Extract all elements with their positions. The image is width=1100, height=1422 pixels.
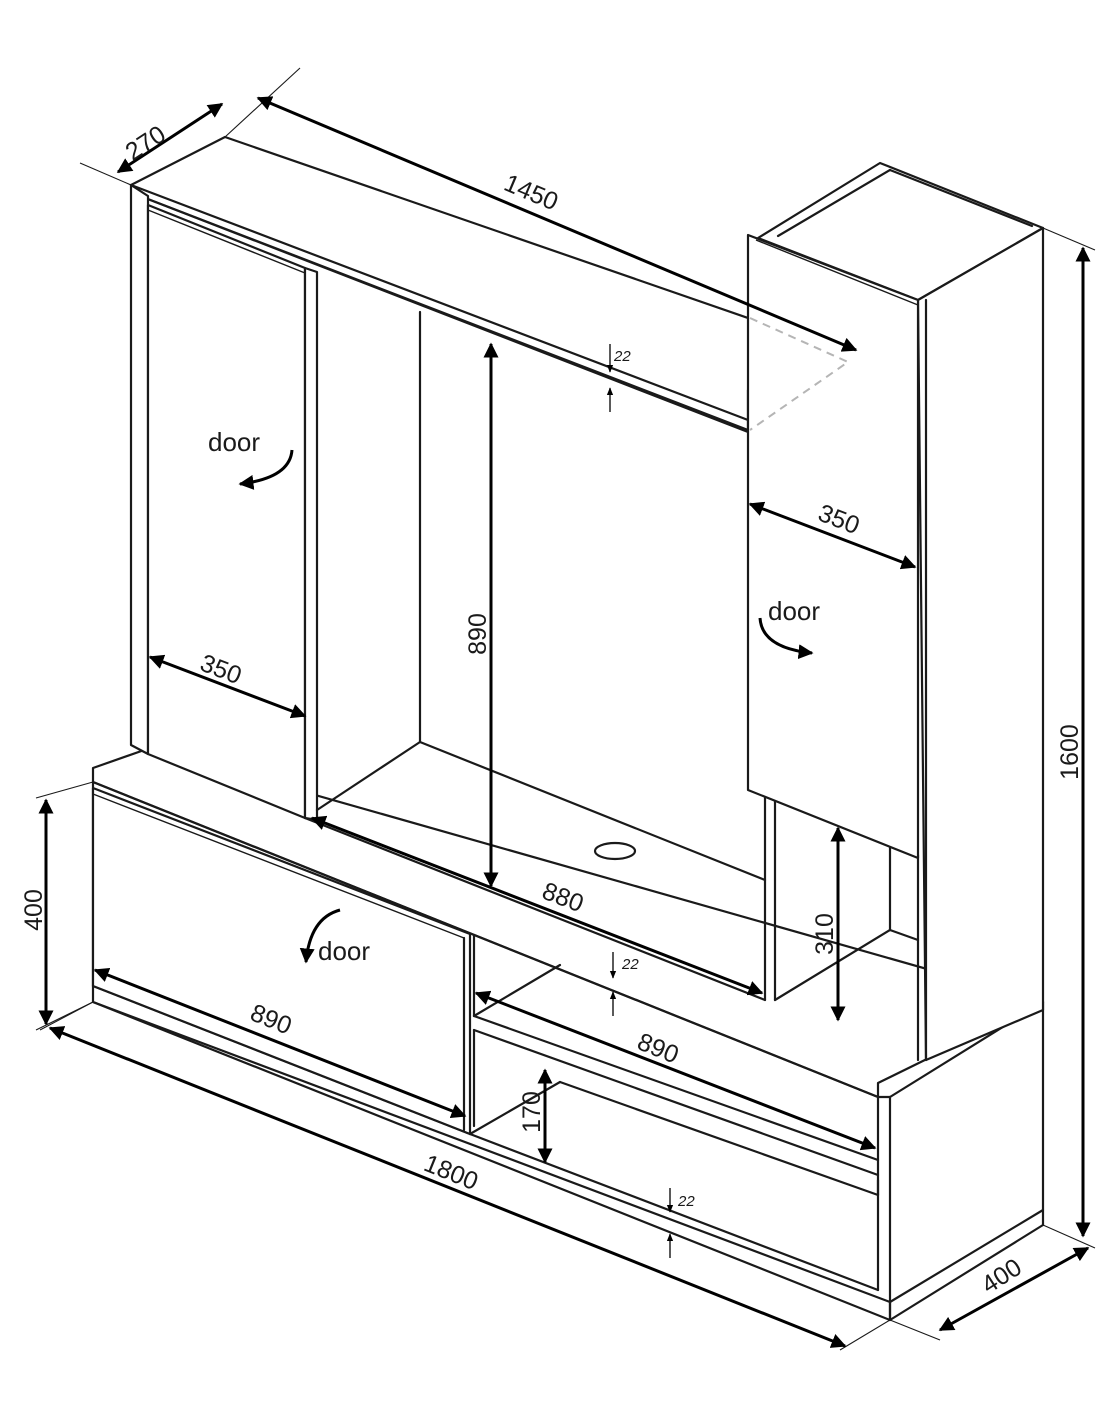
left-door-panel — [146, 203, 307, 820]
label-top-depth: 270 — [121, 120, 171, 166]
label-drawer-height: 170 — [518, 1091, 546, 1133]
label-shelf-thickness-bottom: 22 — [677, 1193, 695, 1210]
right-door-swing-arrow — [758, 617, 814, 660]
dim-line-base-depth — [938, 1246, 1090, 1332]
label-total-height: 1600 — [1056, 724, 1084, 780]
label-base-shelf-width: 890 — [633, 1028, 682, 1070]
dim-line-top-depth — [116, 102, 224, 174]
left-side-panel — [129, 183, 150, 756]
inner-partition — [303, 266, 319, 822]
label-niche-height: 890 — [464, 613, 492, 655]
label-base-height: 400 — [20, 889, 48, 931]
right-cabinet-side — [916, 226, 1045, 1062]
dim-line-base-shelf — [474, 990, 877, 1151]
dimension-lines — [35, 67, 1096, 1351]
label-base-depth: 400 — [977, 1253, 1027, 1299]
label-top-width: 1450 — [500, 169, 562, 217]
label-shelf-thickness-top: 22 — [613, 348, 631, 365]
label-base-door: door — [318, 936, 370, 966]
dim-line-niche-width — [310, 815, 764, 996]
right-door-panel — [746, 233, 920, 860]
left-door-swing-arrow — [238, 449, 294, 490]
label-right-door: door — [768, 596, 820, 626]
dim-line-base-door — [93, 967, 467, 1119]
dim-line-top-width — [256, 96, 858, 352]
cable-hole — [593, 841, 637, 861]
label-right-gap: 310 — [811, 913, 839, 955]
label-left-door: door — [208, 427, 260, 457]
label-shelf-thickness-mid: 22 — [621, 956, 639, 973]
dim-line-left-door — [148, 654, 307, 719]
dim-line-right-door — [748, 501, 917, 570]
base-door-swing-arrow — [299, 908, 341, 964]
